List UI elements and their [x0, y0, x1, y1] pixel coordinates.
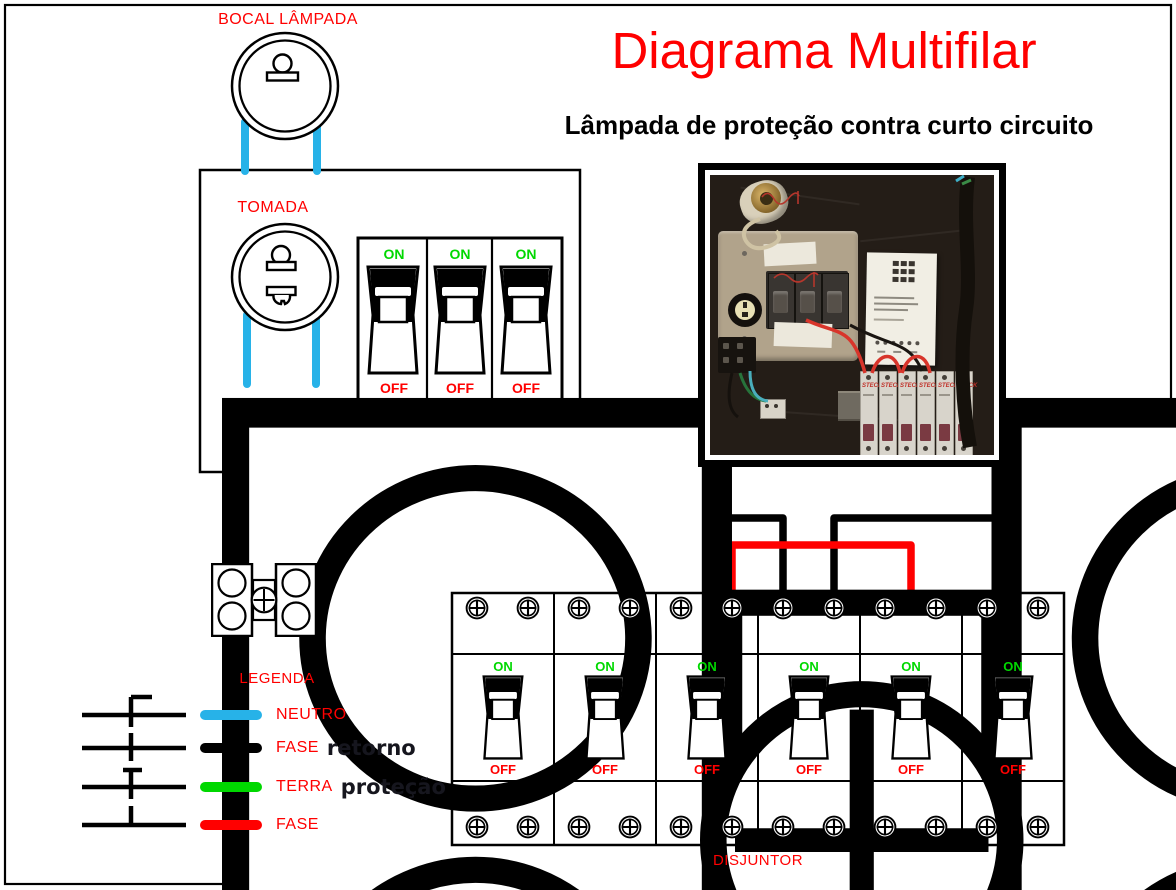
box-switch-off-label: OFF [512, 380, 540, 396]
breaker-toggle [584, 675, 626, 760]
breaker-panel-grid [450, 591, 1066, 847]
photo-switch-handle [773, 291, 788, 313]
legend-label: TERRA [276, 778, 333, 795]
photo-connector-pin [737, 343, 743, 349]
breaker-off-label: OFF [694, 762, 720, 777]
breaker-off-label: OFF [1000, 762, 1026, 777]
outlet-label: TOMADA [237, 199, 309, 216]
breaker-on-label: ON [493, 659, 513, 674]
breaker-toggle [992, 675, 1034, 760]
legend-annotation: retorno [326, 736, 416, 760]
box-switch-off-label: OFF [380, 380, 408, 396]
page-subtitle: Lâmpada de proteção contra curto circuit… [564, 110, 1094, 140]
legend-title: LEGENDA [239, 670, 315, 687]
legend-label: FASE [276, 816, 319, 833]
box-switch-off-label: OFF [446, 380, 474, 396]
photo-switch-handle [827, 291, 842, 313]
legend-swatch-neutro [200, 710, 262, 720]
photo-wires [727, 175, 977, 449]
page-title: Diagrama Multifilar [611, 22, 1037, 79]
legend-annotation: proteção [340, 775, 446, 799]
wire-neutro-lamp [241, 118, 321, 175]
breaker-off-label: OFF [592, 762, 618, 777]
photo-breaker: STECK [860, 371, 882, 455]
switch-toggle [433, 265, 487, 375]
lamp-contact-icon [265, 53, 300, 82]
legend-label: NEUTRO [276, 706, 347, 723]
legend-item-terra: TERRA proteção [200, 775, 446, 799]
breaker-on-label: ON [595, 659, 615, 674]
legend-label: FASE [276, 739, 319, 756]
lamp-socket-symbol [230, 31, 340, 141]
breaker-toggle [482, 675, 524, 760]
photo-mini-terminal-screw [765, 404, 769, 408]
panel-photo: STECK STECK STECK STECK STECK STECK [698, 163, 1006, 467]
breaker-on-label: ON [799, 659, 819, 674]
legend-item-fase-retorno: FASE retorno [200, 736, 416, 760]
photo-outlet-slot [742, 312, 748, 317]
legend-swatch-fase-retorno [200, 743, 262, 753]
photo-outlet-slot [743, 302, 747, 308]
photo-connector-pin [723, 343, 729, 349]
legend-item-neutro: NEUTRO [200, 704, 355, 726]
photo-breaker: STECK [936, 371, 958, 455]
breaker-toggle [890, 675, 932, 760]
legend-swatch-terra [200, 782, 262, 792]
breaker-on-label: ON [901, 659, 921, 674]
breaker-toggle [788, 675, 830, 760]
breaker-off-label: OFF [898, 762, 924, 777]
photo-outlet-face [735, 300, 755, 320]
breaker-panel-label: DISJUNTOR [712, 852, 804, 869]
panel-photo-content: STECK STECK STECK STECK STECK STECK [710, 175, 994, 455]
outlet-bottom-contact-icon [265, 285, 297, 306]
breaker-on-label: ON [697, 659, 717, 674]
legend-line-marks [82, 694, 186, 828]
photo-connector-pin [723, 357, 729, 363]
photo-breaker: STECK [917, 371, 939, 455]
photo-connector-pin [737, 357, 743, 363]
box-switch-on-label: ON [383, 246, 405, 262]
lamp-socket-label: BOCAL LÂMPADA [218, 11, 358, 28]
breaker-off-label: OFF [490, 762, 516, 777]
breaker-on-label: ON [1003, 659, 1023, 674]
switch-toggle [499, 265, 553, 375]
box-switch-panel [356, 236, 564, 404]
photo-breaker: STECK [898, 371, 920, 455]
photo-breaker: STECK [879, 371, 901, 455]
outlet-top-contact-icon [265, 244, 297, 272]
switch-toggle [366, 265, 420, 375]
legend-swatch-fase [200, 820, 262, 830]
box-switch-on-label: ON [515, 246, 537, 262]
breaker-off-label: OFF [796, 762, 822, 777]
breaker-toggle [686, 675, 728, 760]
photo-screw [742, 251, 747, 256]
photo-mini-terminal-screw [774, 404, 778, 408]
photo-switch-handle [800, 291, 815, 313]
box-switch-on-label: ON [449, 246, 471, 262]
outlet-symbol [230, 222, 340, 332]
legend-item-fase: FASE [200, 814, 327, 836]
